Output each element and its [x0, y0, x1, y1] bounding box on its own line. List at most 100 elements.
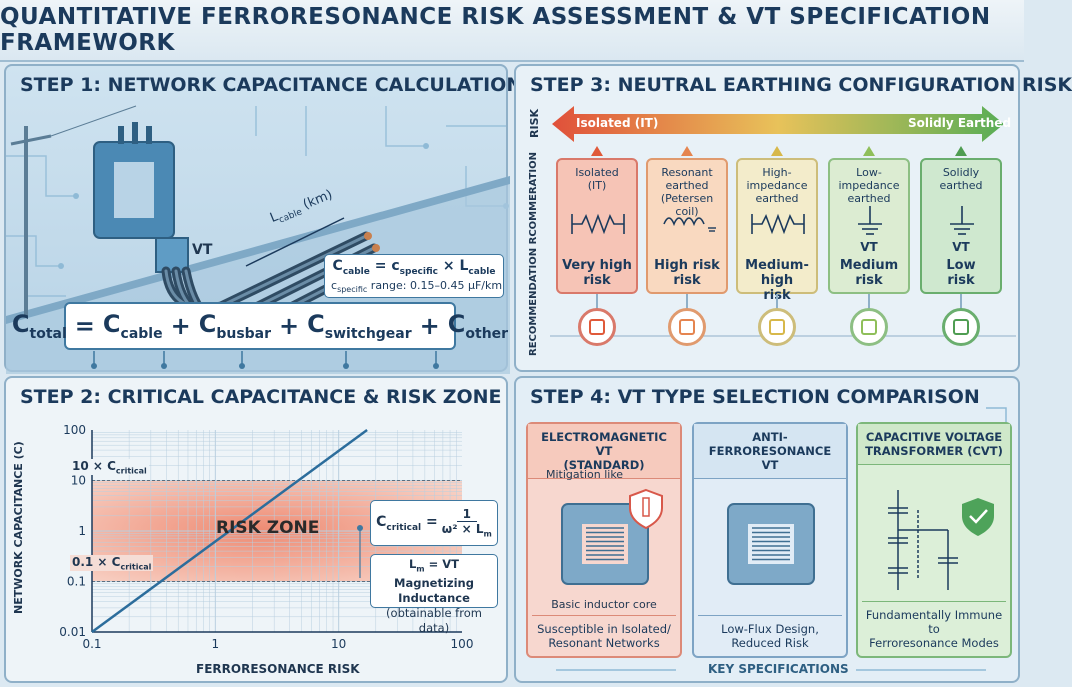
cable-formula-eq: = c [374, 258, 400, 274]
lm-rest: = VT Magnetizing [394, 557, 474, 591]
lm-line2: Inductance [398, 591, 470, 606]
ground-symbol-icon [950, 206, 974, 235]
crit-lhs: Ccritical = [376, 513, 438, 533]
crit-lhs-sub: critical [386, 522, 422, 533]
step2-panel: STEP 2: CRITICAL CAPACITANCE & RISK ZONE… [4, 376, 508, 683]
axis-right-label: Solidly Earthed [908, 116, 1012, 130]
config-risk-level: Low risk [946, 258, 976, 288]
config-badge-icon [668, 308, 706, 346]
formula-term-symbol: C [447, 310, 466, 339]
x-tick-label: 0.1 [82, 637, 101, 651]
config-name: High-impedance earthed [746, 166, 808, 205]
connector-dot [357, 525, 363, 531]
lower-band-text: 0.1 × C [72, 555, 121, 569]
crit-den-text: ω² × L [441, 522, 484, 537]
upper-band-text: 10 × C [72, 459, 116, 473]
connector-stem [776, 294, 778, 310]
risk-marker [863, 146, 875, 156]
x-tick-label: 1 [212, 637, 220, 651]
vt-card-note: Mitigation like [546, 468, 624, 481]
step2-heading: STEP 2: CRITICAL CAPACITANCE & RISK ZONE [20, 386, 502, 408]
upper-band-label: 10 × Ccritical [70, 459, 149, 476]
total-capacitance-formula: Ctotal=Ccable+Cbusbar+Cswitchgear+Cother [12, 302, 508, 350]
vt-card-title: ELECTROMAGNETIC VT (STANDARD) [528, 424, 680, 479]
step4-panel: STEP 4: VT TYPE SELECTION COMPARISON ELE… [514, 376, 1020, 683]
x-axis-label: FERRORESONANCE RISK [196, 662, 360, 676]
vt-label: VT [192, 242, 213, 258]
cable-formula-box: Ccable = cspecific × Lcable cspecific ra… [324, 254, 504, 298]
formula-term-switchgear: Cswitchgear [307, 310, 412, 342]
connector-stem [960, 294, 962, 310]
cable-range: cspecific range: 0.15–0.45 μF/km [331, 279, 502, 294]
vt-card-footer: Low-Flux Design, Reduced Risk [698, 615, 842, 650]
connector-stem [686, 294, 688, 310]
y-tick-label: 10 [71, 474, 86, 488]
crit-lhs-symbol: C [376, 513, 387, 530]
formula-term-symbol: C [102, 310, 121, 339]
badge-inner-icon [769, 319, 785, 335]
range-text: range: 0.15–0.45 μF/km [370, 278, 503, 292]
ground-symbol-icon [858, 206, 882, 235]
formula-term-subscript: other [465, 325, 509, 342]
lm-definition-box: Lm = VT Magnetizing Inductance (obtainab… [370, 554, 498, 635]
formula-term-symbol: C [11, 310, 30, 339]
step1-panel: STEP 1: NETWORK CAPACITANCE CALCULATION … [4, 64, 522, 374]
formula-operator: + [170, 312, 191, 340]
y-tick-label: 0.01 [59, 625, 86, 639]
y-axis-label: NETWORK CAPACITANCE (C) [12, 441, 25, 614]
formula-term-cable: Ccable [103, 310, 163, 342]
connector-stem [596, 294, 598, 310]
vt-tag: VT [860, 240, 878, 254]
formula-term-other: Cother [448, 310, 508, 342]
vt-card-footer: Susceptible in Isolated/ Resonant Networ… [532, 615, 676, 650]
low-flux-core-icon [727, 503, 815, 585]
x-tick-label: 100 [451, 637, 474, 651]
crit-den-sub: m [483, 529, 492, 539]
lm-symbol: L [408, 557, 417, 571]
step3-panel: STEP 3: NEUTRAL EARTHING CONFIGURATION R… [514, 64, 1072, 372]
risk-marker [591, 146, 603, 156]
badge-inner-icon [589, 319, 605, 335]
y-tick-label: 0.1 [67, 575, 86, 589]
config-name: Solidly earthed [939, 166, 983, 192]
risk-zone-label: RISK ZONE [216, 518, 320, 538]
coil-symbol-icon [663, 217, 716, 232]
vt-card-title: CAPACITIVE VOLTAGE TRANSFORMER (CVT) [858, 424, 1010, 465]
cable-formula: Ccable = cspecific × Lcable [331, 258, 497, 277]
lm-line3: (obtainable from data) [386, 606, 482, 636]
lower-band-label: 0.1 × Ccritical [70, 555, 154, 572]
x-tick-label: 10 [331, 637, 346, 651]
resistor-symbol-icon [571, 213, 625, 235]
earthing-config-card: Resonant earthed (Petersen coil)High ris… [646, 158, 728, 294]
connector-stem [868, 294, 870, 310]
cvt-circuit-icon [888, 490, 994, 590]
risk-marker [771, 146, 783, 156]
title-bar: QUANTITATIVE FERRORESONANCE RISK ASSESSM… [0, 0, 1024, 62]
config-risk-level: High risk risk [654, 258, 720, 288]
axis-left-label: Isolated (IT) [576, 116, 659, 130]
formula-term-subscript: switchgear [324, 325, 412, 342]
badge-inner-icon [679, 319, 695, 335]
step3-heading: STEP 3: NEUTRAL EARTHING CONFIGURATION R… [530, 74, 1072, 96]
formula-term-symbol: C [307, 310, 325, 339]
resistor-symbol-icon [751, 213, 805, 235]
config-name: Isolated (IT) [575, 166, 619, 192]
config-risk-level: Medium risk [839, 258, 899, 288]
lower-band-sub: critical [120, 562, 152, 572]
inductor-core-icon [561, 488, 663, 585]
vt-card-caption: Basic inductor core [551, 598, 657, 611]
cable-formula-times: × L [442, 258, 469, 274]
formula-term-subscript: cable [120, 325, 163, 342]
formula-term-subscript: total [29, 325, 67, 342]
cable-formula-lhs: C [332, 258, 343, 274]
crit-denominator: ω² × Lm [442, 522, 492, 538]
key-specs-label: KEY SPECIFICATIONS [708, 662, 849, 676]
side-risk-label: RISK [528, 108, 541, 138]
formula-operator: = [74, 312, 95, 340]
cable-formula-mid-sub: specific [399, 266, 438, 277]
config-risk-level: Very high risk [562, 258, 632, 288]
range-sub: specific [337, 284, 368, 294]
upper-band-sub: critical [115, 466, 147, 476]
config-badge-icon [578, 308, 616, 346]
